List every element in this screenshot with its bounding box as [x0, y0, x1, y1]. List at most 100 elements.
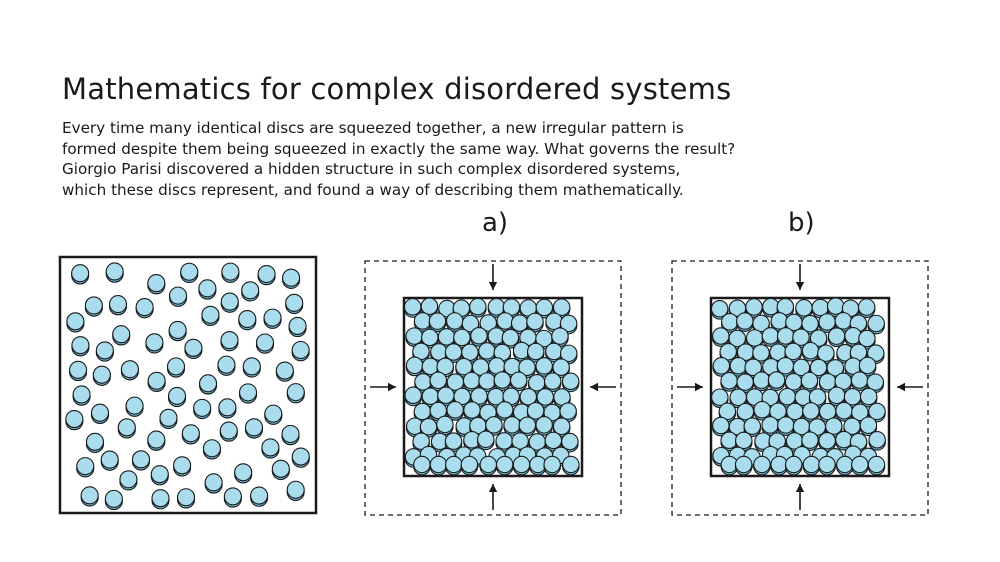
disc: [281, 424, 300, 446]
disc: [436, 415, 454, 436]
disc: [275, 361, 294, 382]
disc: [493, 371, 512, 391]
description-line: Giorgio Parisi discovered a hidden struc…: [62, 160, 681, 178]
panel-a-packed-discs: [403, 297, 580, 476]
disc: [100, 450, 119, 471]
disc: [166, 357, 186, 378]
disc: [291, 447, 310, 468]
disc: [851, 455, 869, 476]
disc: [867, 314, 885, 335]
disc: [108, 295, 128, 316]
disc: [712, 327, 730, 347]
disc: [868, 431, 886, 451]
disc: [552, 298, 571, 319]
disc: [405, 327, 423, 348]
disc: [487, 387, 505, 408]
disc: [825, 417, 843, 438]
disc: [743, 417, 762, 438]
disc: [784, 342, 802, 363]
disc: [463, 431, 481, 451]
disc: [736, 312, 754, 332]
disc: [250, 486, 269, 507]
panel-b-container: [709, 296, 891, 478]
disc: [712, 416, 730, 437]
disc: [244, 418, 264, 439]
disc: [168, 320, 187, 342]
disc: [752, 344, 770, 364]
disc: [85, 432, 105, 454]
disc: [80, 486, 99, 507]
disc: [859, 387, 878, 408]
disc: [220, 331, 239, 352]
disc: [858, 329, 876, 350]
disc: [66, 312, 85, 333]
disc: [120, 360, 139, 381]
disc: [69, 360, 88, 382]
disc: [413, 402, 432, 423]
disc: [238, 309, 257, 331]
disc: [469, 297, 487, 318]
disc: [288, 316, 307, 338]
disc: [526, 312, 544, 333]
panel-b-packed-discs: [710, 297, 886, 476]
disc: [176, 488, 196, 509]
disc: [453, 328, 471, 349]
disc: [221, 262, 240, 283]
disc: [404, 386, 422, 407]
disc: [827, 327, 846, 348]
arrow-left-icon: [897, 382, 923, 392]
disc: [512, 455, 531, 476]
disc: [147, 274, 166, 295]
disc: [858, 356, 877, 377]
disc: [219, 421, 238, 442]
disc: [204, 473, 223, 494]
disc: [502, 387, 520, 408]
disc: [485, 416, 503, 436]
description: Every time many identical discs are sque…: [62, 118, 742, 200]
disc: [543, 455, 561, 476]
disc: [835, 401, 853, 422]
disc: [413, 455, 431, 476]
disc: [147, 371, 166, 393]
disc: [834, 312, 853, 332]
disc: [859, 416, 878, 437]
disc: [403, 298, 422, 318]
disc: [720, 455, 739, 476]
disc: [501, 328, 520, 349]
disc: [198, 279, 217, 300]
disc: [255, 333, 275, 354]
disc: [802, 455, 821, 476]
disc: [857, 298, 876, 319]
disc: [800, 371, 819, 392]
disc: [202, 439, 221, 460]
disc: [729, 356, 748, 377]
disc: [159, 408, 178, 430]
disc: [720, 372, 738, 392]
disc: [223, 487, 242, 508]
disc: [168, 286, 188, 307]
disc: [553, 388, 571, 409]
panel-b-label: b): [788, 208, 815, 238]
disc: [150, 465, 169, 486]
disc: [801, 431, 819, 452]
disc: [802, 402, 820, 422]
disc: [868, 402, 886, 423]
disc: [112, 325, 131, 346]
disc: [412, 432, 430, 453]
disc: [218, 398, 237, 419]
disc: [561, 372, 580, 393]
disc: [784, 455, 803, 476]
page-title: Mathematics for complex disordered syste…: [62, 72, 732, 106]
disc: [105, 262, 124, 283]
panel-a-dashed-frame: [364, 260, 622, 516]
disc: [735, 431, 753, 452]
disc: [201, 305, 220, 327]
disc: [445, 455, 463, 476]
disc: [241, 281, 260, 302]
disc: [818, 372, 837, 393]
panel-b-dashed-frame: [671, 260, 929, 516]
disc: [745, 298, 763, 318]
disc: [761, 416, 779, 436]
disc: [552, 417, 571, 438]
